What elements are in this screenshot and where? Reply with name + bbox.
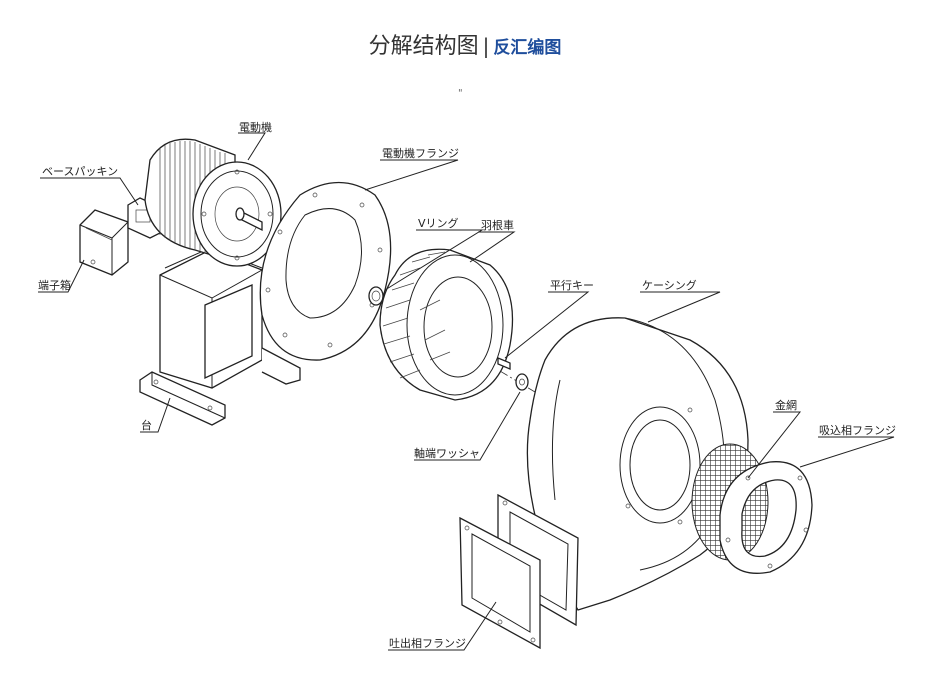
label-casing: ケーシング xyxy=(642,278,697,292)
label-shaft-washer: 軸端ワッシャ xyxy=(414,446,480,460)
title-brand: 反汇编图 xyxy=(493,38,562,58)
label-wire-mesh: 金網 xyxy=(775,398,797,412)
label-stand: 台 xyxy=(141,418,152,432)
motor-flange-part xyxy=(259,181,392,361)
label-discharge-flange: 吐出相フランジ xyxy=(389,636,466,650)
label-v-ring: Vリング xyxy=(418,216,459,230)
page-title: 分解结构图|反汇编图 xyxy=(0,28,930,60)
motor-part xyxy=(144,138,282,267)
label-base-packing: ベースパッキン xyxy=(42,165,118,178)
title-separator: | xyxy=(482,34,490,58)
terminal-box-part xyxy=(79,209,129,276)
v-ring-part xyxy=(368,286,384,306)
quote-mark: " xyxy=(458,88,463,99)
label-motor: 電動機 xyxy=(239,120,272,134)
parallel-key-part xyxy=(497,357,511,370)
stand-part xyxy=(139,247,301,426)
suction-flange-part xyxy=(719,461,813,574)
discharge-flange-part xyxy=(459,493,579,650)
label-parallel-key: 平行キー xyxy=(550,279,594,292)
label-suction-flange: 吸込相フランジ xyxy=(819,424,896,437)
label-impeller: 羽根車 xyxy=(481,218,514,232)
shaft-washer-part xyxy=(515,373,529,391)
impeller-part xyxy=(379,248,514,401)
title-main: 分解结构图 xyxy=(368,34,479,59)
label-motor-flange: 電動機フランジ xyxy=(382,146,459,160)
leader-lines xyxy=(38,132,895,651)
label-terminal-box: 端子箱 xyxy=(38,278,71,292)
